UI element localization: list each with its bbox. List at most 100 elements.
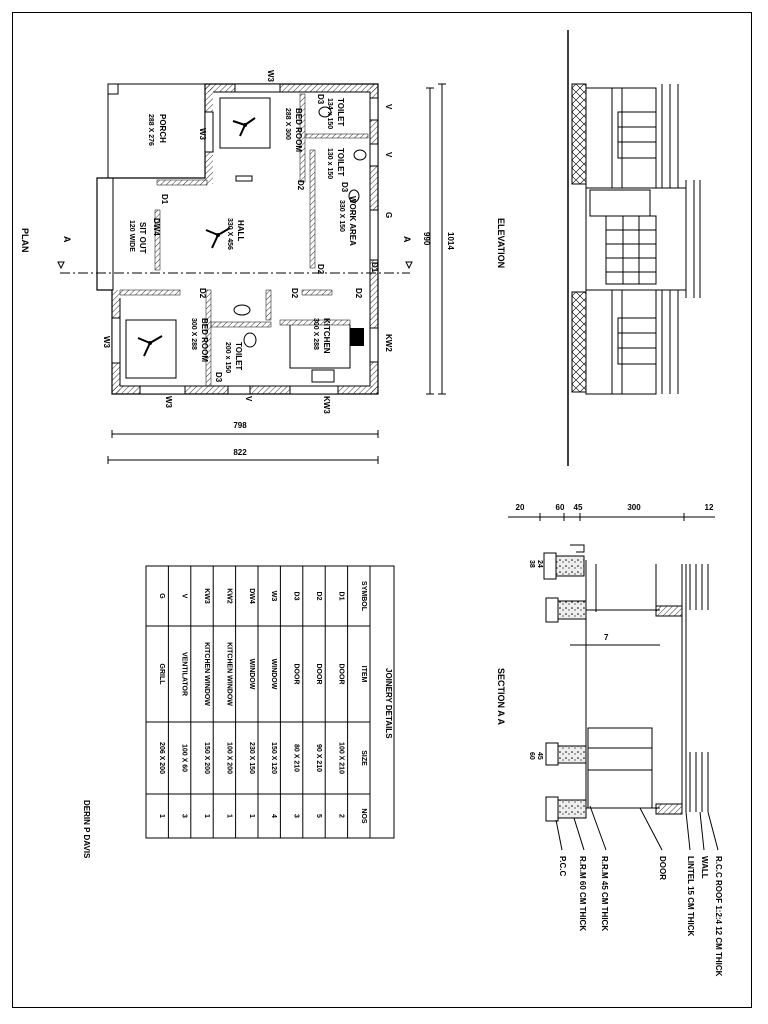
- callout-door: DOOR: [658, 856, 667, 880]
- tag-d2: D2: [290, 288, 299, 299]
- dim-outer-width: 822: [233, 448, 247, 457]
- section-dim: 12: [705, 503, 714, 512]
- tag-kw3: KW3: [322, 396, 331, 414]
- plan-title: PLAN: [20, 228, 30, 253]
- tag-d1: D1: [160, 194, 169, 205]
- table-cell: W3: [270, 591, 277, 602]
- table-cell: KW3: [203, 588, 210, 604]
- room-name-kitchen: KITCHEN: [322, 318, 331, 354]
- table-cell: KITCHEN WINDOW: [203, 642, 210, 706]
- section-dim-60: 60: [528, 752, 535, 760]
- tag-kw2: KW2: [384, 334, 393, 352]
- room-name-sitout: SIT OUT: [138, 222, 147, 254]
- table-cell: 100 X 210: [337, 742, 344, 774]
- table-cell: DW4: [248, 588, 255, 604]
- room-name-toilet-1: TOILET: [336, 98, 345, 126]
- tag-d2: D2: [198, 288, 207, 299]
- table-cell: DOOR: [337, 664, 344, 685]
- wc-icon: [318, 106, 332, 118]
- tag-d3: D3: [214, 372, 223, 383]
- section-dim-45: 45: [536, 752, 543, 760]
- table-cell: 90 X 210: [315, 744, 322, 772]
- tag-v: V: [244, 396, 253, 402]
- section-dim: 20: [516, 503, 525, 512]
- author-name: DERIN P DAVIS: [82, 800, 91, 859]
- room-name-bedroom-1: BED ROOM: [294, 108, 303, 152]
- table-cell: KITCHEN WINDOW: [225, 642, 232, 706]
- elevation-title: ELEVATION: [496, 218, 506, 268]
- tag-v: V: [384, 104, 393, 110]
- sink-icon: [311, 369, 335, 383]
- joinery-table: JOINERY DETAILS SYMBOLITEMSIZENOSD1DOOR1…: [145, 565, 395, 839]
- tag-d2: D2: [316, 264, 325, 275]
- table-cell: 5: [315, 814, 322, 818]
- room-size-toilet-2: 130 x 150: [326, 148, 333, 179]
- stove-icon: [350, 328, 364, 346]
- table-header-cell: SYMBOL: [360, 581, 367, 612]
- table-cell: 1: [225, 814, 232, 818]
- table-cell: VENTILATOR: [181, 652, 188, 696]
- sheet-border: [12, 12, 752, 1008]
- table-cell: 206 X 200: [158, 742, 165, 774]
- dim-inner-height: 990: [422, 232, 431, 246]
- table-header-cell: SIZE: [360, 750, 367, 766]
- table-cell: DOOR: [315, 664, 322, 685]
- table-cell: 100 X 60: [181, 744, 188, 772]
- callout-rrm-45: R.R.M 45 CM THICK: [600, 856, 609, 931]
- table-cell: 1: [203, 814, 210, 818]
- table-cell: 150 X 120: [270, 742, 277, 774]
- table-cell: KW2: [225, 588, 232, 604]
- wc-icon: [243, 332, 257, 348]
- room-name-porch: PORCH: [158, 114, 167, 143]
- callout-roof: R.C.C ROOF 1:2:4 12 CM THICK: [714, 856, 723, 977]
- table-cell: WINDOW: [248, 659, 255, 690]
- table-cell: D2: [315, 592, 322, 601]
- table-cell: WINDOW: [270, 659, 277, 690]
- ceiling-fan-icon: [137, 335, 163, 357]
- tag-w3: W3: [198, 128, 207, 141]
- table-cell: 100 X 200: [225, 742, 232, 774]
- table-cell: 3: [293, 814, 300, 818]
- room-name-hall: HALL: [236, 220, 245, 241]
- plan-labels: PLAN A A PORCH 288 X 276 BED ROOM 288 X …: [20, 70, 455, 457]
- tag-g: G: [384, 212, 393, 218]
- tag-w3: W3: [266, 70, 275, 83]
- table-cell: G: [158, 593, 165, 599]
- callout-lintel: LINTEL 15 CM THICK: [686, 856, 695, 937]
- tag-v: V: [384, 152, 393, 158]
- porch-outline: [107, 83, 206, 179]
- tag-dw4: DW4: [152, 218, 161, 236]
- table-cell: 150 X 200: [203, 742, 210, 774]
- room-name-work-area: WORK AREA: [348, 196, 357, 246]
- tag-d3: D3: [340, 182, 349, 193]
- bed-icon: [125, 319, 177, 379]
- section-marker-left: A: [62, 236, 72, 243]
- table-cell: GRILL: [158, 664, 165, 686]
- ceiling-fan-icon: [205, 227, 231, 249]
- table-cell: 230 X 150: [248, 742, 255, 774]
- dim-outer-height: 1014: [446, 232, 455, 250]
- joinery-title: JOINERY DETAILS: [384, 668, 393, 739]
- tag-w3: W3: [164, 396, 173, 409]
- callout-wall: WALL: [700, 856, 709, 879]
- wc-icon: [353, 149, 367, 161]
- room-size-sitout: 120 WIDE: [128, 220, 135, 252]
- ceiling-fan-icon: [232, 117, 256, 137]
- table-cell: 4: [270, 814, 277, 818]
- room-size-toilet-3: 200 x 150: [224, 342, 231, 373]
- table-header-cell: ITEM: [360, 666, 367, 683]
- section-marker-right: A: [402, 236, 412, 243]
- table-cell: 1: [158, 814, 165, 818]
- room-size-porch: 288 X 276: [147, 114, 154, 146]
- table-cell: 3: [181, 814, 188, 818]
- room-size-toilet-1: 134 x 150: [326, 98, 333, 129]
- dim-inner-width: 798: [233, 421, 247, 430]
- porch-column: [107, 83, 119, 95]
- table-cell: D1: [337, 592, 344, 601]
- room-name-toilet-2: TOILET: [336, 148, 345, 176]
- room-size-kitchen: 300 X 288: [312, 318, 319, 350]
- tag-d1: D1: [370, 262, 379, 273]
- section-dim: 60: [556, 503, 565, 512]
- section-dim-24: 24: [536, 560, 543, 568]
